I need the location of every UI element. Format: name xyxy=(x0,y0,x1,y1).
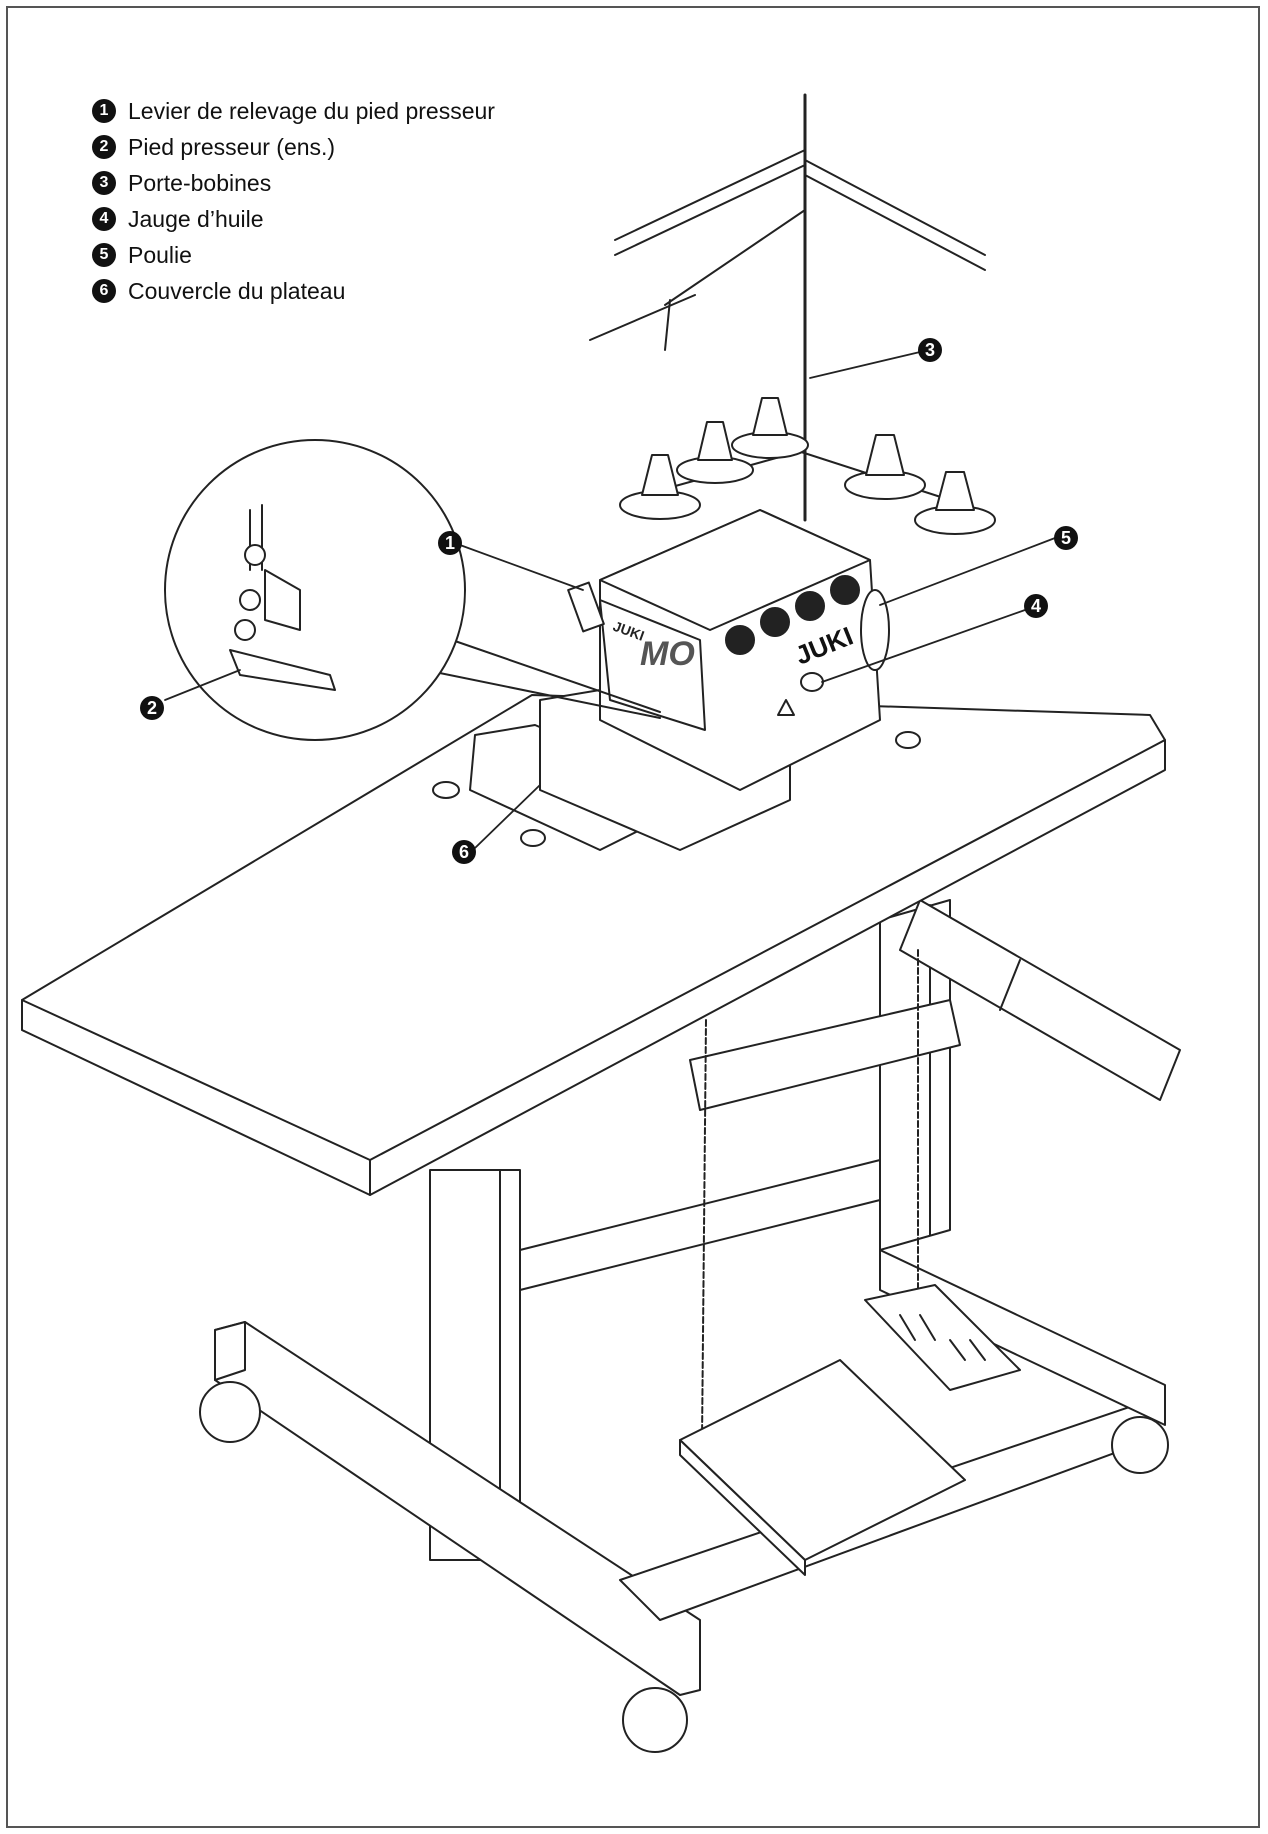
callout-number: 4 xyxy=(1031,596,1041,616)
legend-label: Porte-bobines xyxy=(128,169,272,196)
caster-icon xyxy=(1111,1416,1169,1474)
presser-foot-icon xyxy=(229,649,336,691)
legend-number: 2 xyxy=(92,135,116,159)
legend-number: 6 xyxy=(92,279,116,303)
oil-gauge-icon xyxy=(800,672,824,692)
page-frame xyxy=(6,6,1260,1828)
legend-label: Pied presseur (ens.) xyxy=(128,133,336,160)
legend-item: 1 Levier de relevage du pied presseur xyxy=(92,93,495,129)
legend-item: 6 Couvercle du plateau xyxy=(92,273,495,309)
foot-board xyxy=(679,1359,966,1561)
callout-number: 5 xyxy=(1061,528,1071,548)
tension-knob-icon[interactable] xyxy=(795,591,825,621)
legend-number: 1 xyxy=(92,99,116,123)
legend-label: Couvercle du plateau xyxy=(128,277,346,304)
tension-knob-icon[interactable] xyxy=(830,575,860,605)
legend-label: Poulie xyxy=(128,241,192,268)
caster-icon xyxy=(199,1381,261,1443)
tension-knob-icon[interactable] xyxy=(760,607,790,637)
legend-number: 4 xyxy=(92,207,116,231)
thread-cone xyxy=(914,471,996,535)
table-top xyxy=(21,694,1166,1196)
callout-number: 6 xyxy=(459,842,469,862)
legend-item: 3 Porte-bobines xyxy=(92,165,495,201)
model-mark: MO xyxy=(640,635,695,673)
presser-lever-icon[interactable] xyxy=(567,581,605,633)
thread-cone xyxy=(619,454,701,520)
thread-cones xyxy=(619,397,996,535)
parts-legend: 1 Levier de relevage du pied presseur 2 … xyxy=(92,93,495,309)
callout-5: 5 xyxy=(1054,526,1078,550)
tension-knob-icon[interactable] xyxy=(725,625,755,655)
pedals xyxy=(679,949,1021,1576)
callout-number: 2 xyxy=(147,698,157,718)
callout-4: 4 xyxy=(1024,594,1048,618)
thread-cone xyxy=(844,434,926,500)
treadle-pedal xyxy=(864,1284,1021,1391)
legend-item: 2 Pied presseur (ens.) xyxy=(92,129,495,165)
pulley-wheel-icon[interactable] xyxy=(860,589,890,671)
legend-number: 3 xyxy=(92,171,116,195)
sewing-machine: MO JUKI JUKI xyxy=(539,509,890,851)
legend-number: 5 xyxy=(92,243,116,267)
thread-cone xyxy=(676,421,754,484)
legend-label: Levier de relevage du pied presseur xyxy=(128,97,495,124)
presser-foot-inset xyxy=(164,439,661,741)
thread-cone xyxy=(731,397,809,459)
legend-item: 4 Jauge d’huile xyxy=(92,201,495,237)
callout-number: 1 xyxy=(445,533,455,553)
legend-label: Jauge d’huile xyxy=(128,205,264,232)
callout-number: 3 xyxy=(925,340,935,360)
callout-2: 2 xyxy=(140,696,164,720)
callout-6: 6 xyxy=(452,840,476,864)
legend-item: 5 Poulie xyxy=(92,237,495,273)
caster-icon xyxy=(622,1687,688,1753)
callout-3: 3 xyxy=(918,338,942,362)
leader-lines xyxy=(164,351,1056,849)
warning-triangle-icon xyxy=(777,699,795,716)
callout-1: 1 xyxy=(438,531,462,555)
